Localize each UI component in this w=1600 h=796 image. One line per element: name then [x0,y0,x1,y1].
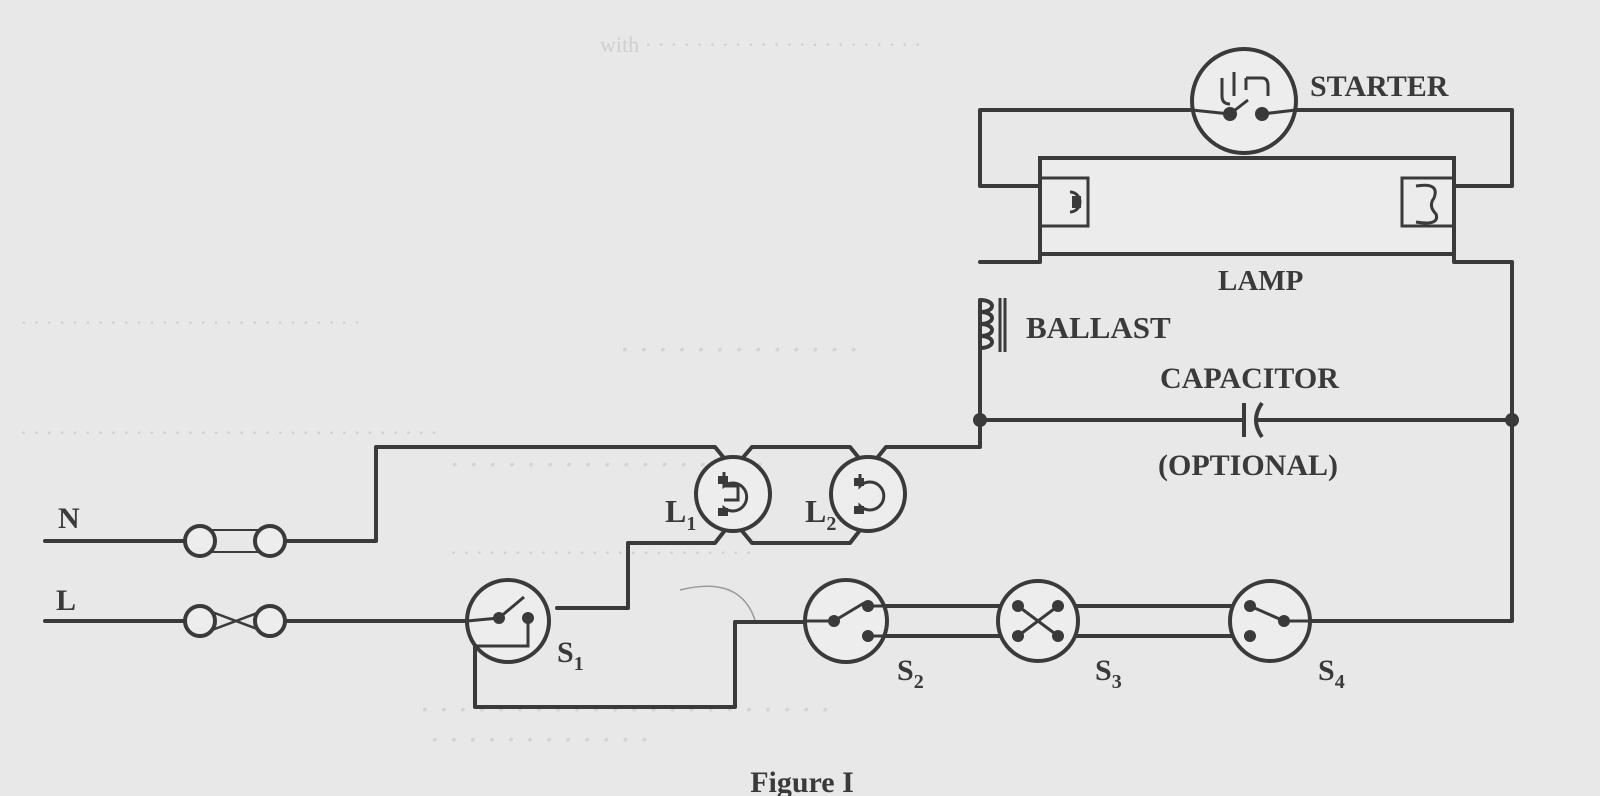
ballast-label: BALLAST [1026,310,1171,345]
switch3-label: S3 [1095,654,1122,693]
switch-s4 [1228,579,1312,663]
diagram-labels: STARTER LAMP BALLAST CAPACITOR (OPTIONAL… [56,70,1449,796]
switch-s3 [996,579,1080,663]
starter-wire-left [978,108,1192,188]
lamp2-label: L2 [805,493,836,535]
fluorescent-tube [1038,156,1456,256]
neutral-wire [43,445,702,543]
s4-to-return-wire [1308,418,1514,623]
svg-text:· · · · · · · · · · · ·: · · · · · · · · · · · · [430,723,649,758]
live-label: L [56,584,76,617]
junction-dots [973,413,1519,427]
svg-text:· · · · · · · · · · · · · · ·: · · · · · · · · · · · · · · · · · · · · … [20,420,438,445]
s1-loop-wire [473,620,810,709]
svg-text:· · · · · · · · · · · · · · ·: · · · · · · · · · · · · · · · · · · · · … [20,310,361,335]
svg-text:· · · · · · · · · · · · ·: · · · · · · · · · · · · · [620,333,858,368]
switch-s2 [803,578,889,664]
switch-s1 [465,578,551,664]
optional-label: (OPTIONAL) [1158,449,1338,482]
capacitor-label: CAPACITOR [1160,362,1339,395]
s3-to-s4-wire [1074,604,1234,638]
junction-dot-left [973,413,987,427]
lamp1-bottom-left-wire [555,518,735,610]
lamp1-label: L1 [665,493,696,535]
junction-dot-right [1505,413,1519,427]
starter-wire-right [1294,108,1514,188]
lamp-l2 [829,455,907,533]
switch1-label: S1 [557,636,584,675]
switch2-label: S2 [897,654,924,693]
live-fuse [183,604,287,638]
switch4-label: S4 [1318,654,1345,693]
neutral-label: N [58,502,80,535]
background-show-through-text: with · · · · · · · · · · · · · · · · · ·… [20,32,921,758]
lamp-l1 [694,455,772,533]
svg-text:with · · · · · · · · · · · · ·: with · · · · · · · · · · · · · · · · · ·… [600,32,921,57]
pencil-mark [679,585,756,621]
figure-caption: Figure I [750,766,854,796]
svg-text:· · · · · · · · · · · · · · ·: · · · · · · · · · · · · · · · · · · · · … [420,693,830,728]
starter-label: STARTER [1310,70,1449,103]
starter [1190,47,1298,155]
ballast [979,298,1007,352]
neutral-link [183,524,287,558]
capacitor [1242,401,1264,439]
s2-to-s3-wire [884,604,1002,638]
lamp-label: LAMP [1218,265,1303,297]
